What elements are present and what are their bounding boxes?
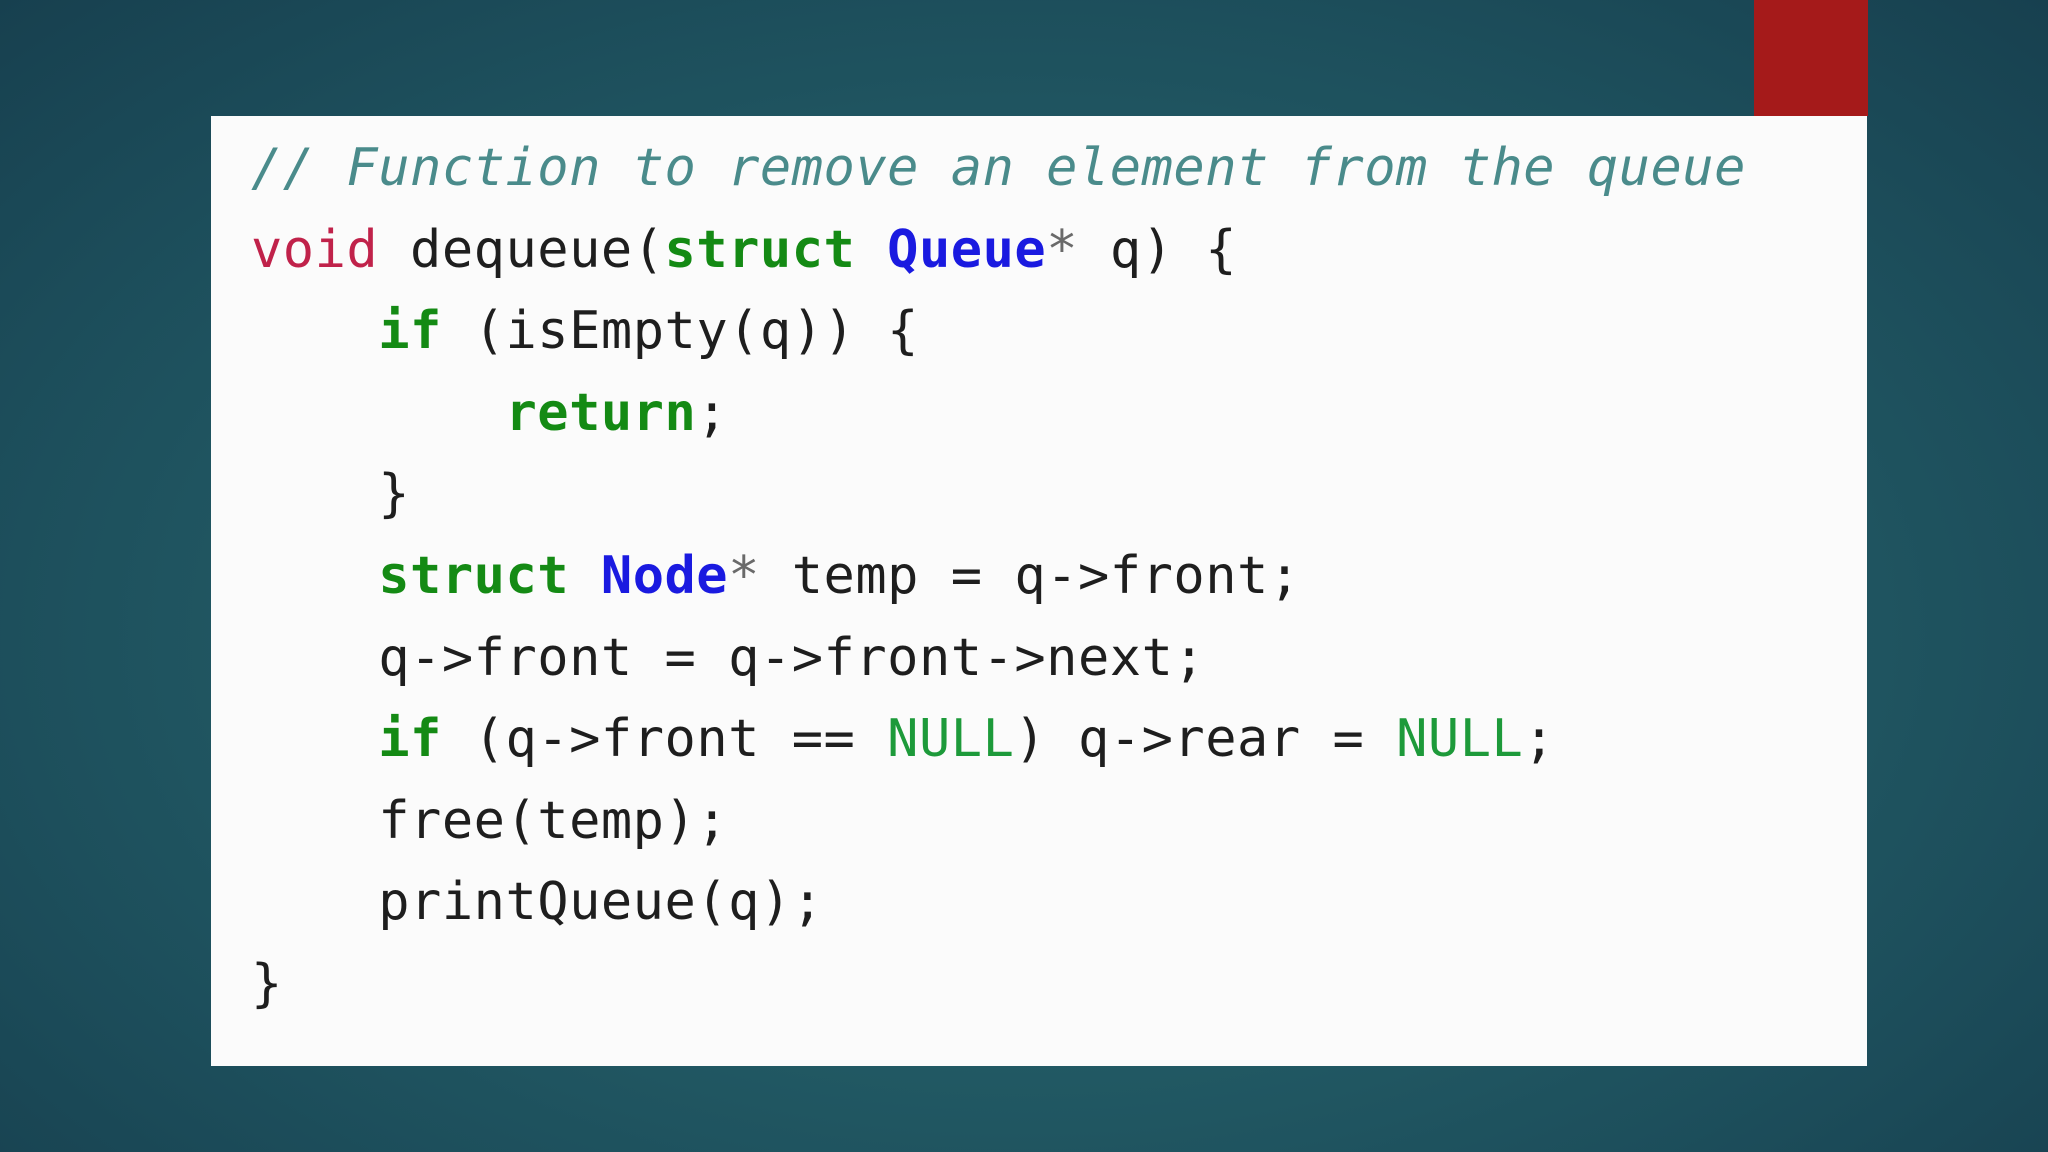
code-line: printQueue(q); [251, 862, 1867, 944]
code-token: if [378, 301, 442, 362]
code-token [251, 301, 378, 361]
code-token: q->front = q->front->next; [251, 627, 1206, 688]
code-token: ) q->rear = [1014, 709, 1397, 770]
code-token: // Function to remove an element from th… [251, 138, 1746, 198]
code-token [855, 220, 887, 280]
code-token: Queue [887, 219, 1047, 280]
code-line: if (isEmpty(q)) { [251, 291, 1867, 373]
code-token: } [251, 464, 411, 525]
code-token: Node [600, 545, 729, 606]
code-line: } [251, 454, 1867, 536]
code-token: return [505, 382, 697, 443]
code-token: dequeue( [378, 219, 665, 280]
code-token: temp = q->front; [759, 545, 1301, 606]
code-token [251, 709, 378, 769]
code-line: void dequeue(struct Queue* q) { [251, 210, 1867, 292]
code-token [569, 546, 601, 606]
accent-bar [1754, 0, 1868, 116]
code-token [251, 383, 505, 443]
code-line: q->front = q->front->next; [251, 618, 1867, 700]
code-token: free(temp); [251, 790, 729, 851]
code-token: (q->front == [441, 709, 888, 770]
code-token: * [728, 545, 760, 606]
code-block: // Function to remove an element from th… [251, 128, 1867, 1026]
code-token: q) { [1078, 219, 1238, 280]
code-token: printQueue(q); [251, 872, 824, 933]
code-line: free(temp); [251, 781, 1867, 863]
code-token: struct [664, 219, 856, 280]
code-line: } [251, 944, 1867, 1026]
code-token: if [378, 709, 442, 770]
code-line: if (q->front == NULL) q->rear = NULL; [251, 699, 1867, 781]
code-token: ; [696, 382, 729, 443]
code-line: struct Node* temp = q->front; [251, 536, 1867, 618]
code-line: // Function to remove an element from th… [251, 128, 1867, 210]
code-token: ; [1523, 709, 1556, 770]
code-line: return; [251, 373, 1867, 455]
code-token: void [251, 219, 379, 280]
code-token: * [1046, 219, 1079, 280]
code-token: (isEmpty(q)) { [441, 301, 919, 362]
code-token: NULL [887, 709, 1015, 770]
code-token: NULL [1396, 709, 1524, 770]
code-token [251, 546, 378, 606]
code-panel: // Function to remove an element from th… [211, 116, 1867, 1066]
code-token: } [251, 953, 283, 1014]
code-token: struct [378, 545, 570, 606]
